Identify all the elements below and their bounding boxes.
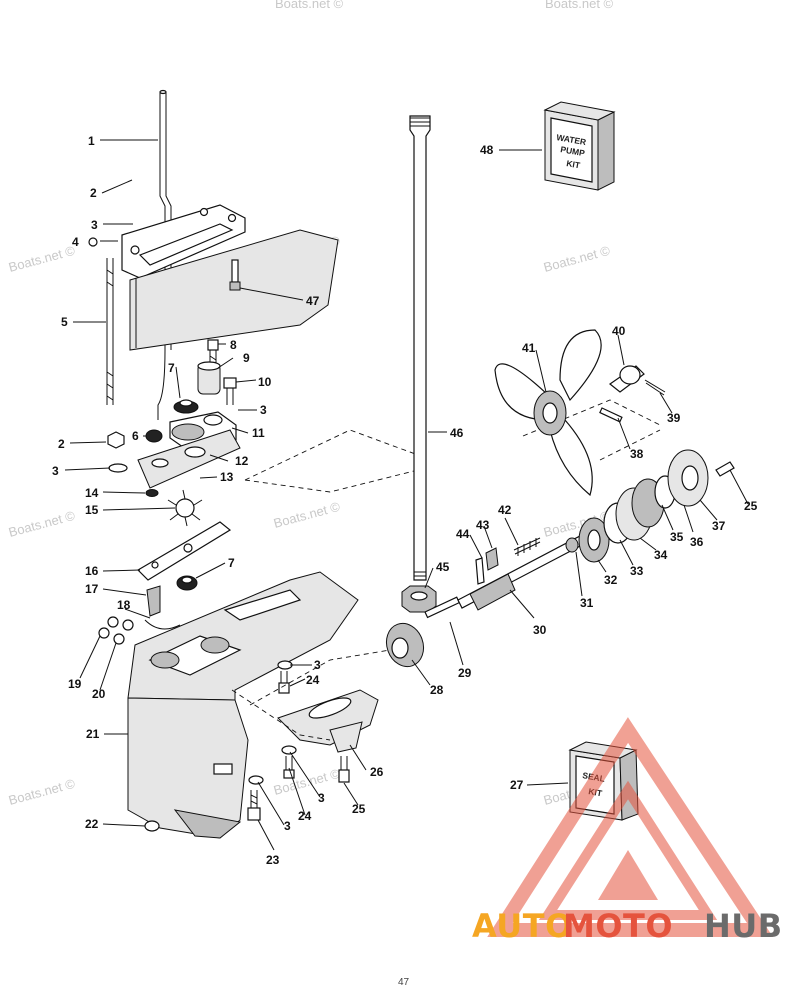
- watermark: Boats.net ©: [7, 243, 77, 275]
- callout-labels: 1 2 3 4 5 47 48 46 8 9 10 7 3 6 11 2 12 …: [52, 134, 758, 867]
- callout-45: 45: [436, 560, 450, 574]
- watermark: Boats.net ©: [272, 499, 342, 531]
- callout-4: 4: [72, 235, 79, 249]
- callout-1: 1: [88, 134, 95, 148]
- callout-23: 23: [266, 853, 280, 867]
- callout-43: 43: [476, 518, 490, 532]
- callout-33: 33: [630, 564, 644, 578]
- callout-24: 24: [298, 809, 312, 823]
- callout-25: 25: [744, 499, 758, 513]
- logo-text-auto: AUTO: [472, 907, 573, 945]
- callout-3: 3: [284, 819, 291, 833]
- callout-7: 7: [168, 361, 175, 375]
- callout-12: 12: [235, 454, 249, 468]
- kit-label-line: KIT: [566, 158, 582, 170]
- left-upper-assembly: [106, 89, 339, 420]
- callout-36: 36: [690, 535, 704, 549]
- callout-39: 39: [667, 411, 681, 425]
- page-number: 47: [398, 977, 410, 987]
- callout-48: 48: [480, 143, 494, 157]
- gear-set: [385, 596, 461, 668]
- callout-46: 46: [450, 426, 464, 440]
- callout-4-washer: [88, 237, 98, 247]
- lower-fasteners: [247, 660, 379, 821]
- callout-9: 9: [243, 351, 250, 365]
- callout-32: 32: [604, 573, 618, 587]
- callout-38: 38: [630, 447, 644, 461]
- callout-24: 24: [306, 673, 320, 687]
- watermark: Boats.net ©: [275, 0, 344, 11]
- callout-13: 13: [220, 470, 234, 484]
- callout-3: 3: [91, 218, 98, 232]
- propeller-shaft: [457, 535, 585, 611]
- callout-22: 22: [85, 817, 99, 831]
- callout-11: 11: [252, 426, 265, 440]
- callout-37: 37: [712, 519, 726, 533]
- callout-35: 35: [670, 530, 684, 544]
- callout-41: 41: [522, 341, 536, 355]
- callout-2: 2: [58, 437, 65, 451]
- callout-19: 19: [68, 677, 82, 691]
- callout-14: 14: [85, 486, 99, 500]
- callout-7: 7: [228, 556, 235, 570]
- water-pump-assembly: [98, 339, 241, 645]
- callout-5: 5: [61, 315, 68, 329]
- drive-shaft: [401, 115, 437, 613]
- callout-40: 40: [612, 324, 626, 338]
- watermark: Boats.net ©: [7, 776, 77, 808]
- callout-28: 28: [430, 683, 444, 697]
- callout-20: 20: [92, 687, 106, 701]
- watermark: Boats.net ©: [272, 766, 342, 798]
- propeller: [494, 329, 666, 497]
- callout-3: 3: [260, 403, 267, 417]
- watermark: Boats.net ©: [542, 243, 612, 275]
- callout-27: 27: [510, 778, 524, 792]
- callout-21: 21: [86, 727, 100, 741]
- callout-34: 34: [654, 548, 668, 562]
- callout-42: 42: [498, 503, 512, 517]
- callout-47: 47: [306, 294, 320, 308]
- callout-16: 16: [85, 564, 99, 578]
- callout-26: 26: [370, 765, 384, 779]
- callout-6: 6: [132, 429, 139, 443]
- callout-30: 30: [533, 623, 547, 637]
- callout-18: 18: [117, 598, 131, 612]
- callout-31: 31: [580, 596, 594, 610]
- callout-29: 29: [458, 666, 472, 680]
- callout-17: 17: [85, 582, 99, 596]
- logo-text-moto: MOTO: [563, 907, 673, 945]
- logo-text-hub: HUB: [704, 907, 783, 945]
- callout-44: 44: [456, 527, 470, 541]
- gearcase: [127, 571, 359, 839]
- water-pump-kit: WATER PUMP KIT: [543, 101, 616, 191]
- callout-15: 15: [85, 503, 99, 517]
- callout-8: 8: [230, 338, 237, 352]
- callout-leaders: [64, 139, 749, 851]
- callout-10: 10: [258, 375, 272, 389]
- bearing-carrier: [578, 449, 735, 563]
- callout-25: 25: [352, 802, 366, 816]
- automotohub-logo: AUTO MOTO HUB: [472, 717, 783, 945]
- watermark: Boats.net ©: [7, 508, 77, 540]
- kit-label-line: PUMP: [560, 144, 586, 158]
- callout-3: 3: [52, 464, 59, 478]
- logo-triangle-icon: [487, 717, 774, 937]
- callout-3: 3: [314, 658, 321, 672]
- callout-3: 3: [318, 791, 325, 805]
- watermark: Boats.net ©: [545, 0, 614, 11]
- callout-2: 2: [90, 186, 97, 200]
